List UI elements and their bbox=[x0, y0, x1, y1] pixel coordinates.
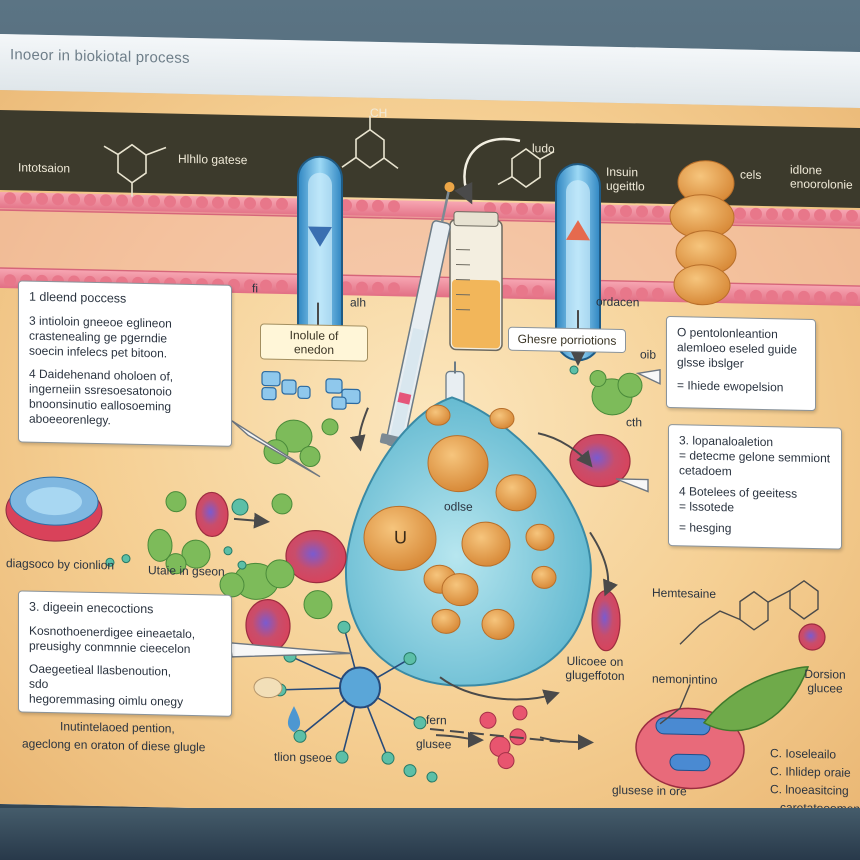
label-tlion: tlion gseoe bbox=[274, 749, 333, 765]
label-molecule-top: CH bbox=[370, 105, 388, 121]
label-nemonintino: nemonintino bbox=[652, 671, 718, 688]
label-dorsion: Dorsion glucee bbox=[804, 666, 846, 696]
scatter-dots bbox=[105, 365, 579, 783]
molecule-right bbox=[497, 148, 555, 189]
monitor-bezel-bottom bbox=[0, 808, 860, 860]
label-oib: oib bbox=[640, 347, 657, 362]
label-fi: fi bbox=[252, 281, 258, 296]
molecule-bottom-right bbox=[659, 579, 819, 725]
vesicle bbox=[253, 677, 283, 699]
label-intotsaion: Intotsaion bbox=[18, 160, 71, 176]
panel-right-top-line: = Ihiede ewopelsion bbox=[677, 378, 784, 395]
dashed-links bbox=[429, 728, 561, 743]
label-molecule-right: ludo bbox=[532, 141, 555, 156]
droplet-inner-label: odlse bbox=[444, 499, 473, 514]
label-glusese-in-ore: glusese in ore bbox=[612, 782, 687, 799]
bullet-c3: C. lnoeasitcing bbox=[770, 782, 849, 798]
water-drop-icon bbox=[288, 706, 300, 733]
panel-digestion-line: hegoremmasing oimlu onegy bbox=[29, 691, 184, 709]
screen: Inoeor in biokiotal process bbox=[0, 34, 860, 823]
bullet-c2: C. Ihlidep oraie bbox=[770, 764, 851, 780]
label-right-top: idlone enoorolonie bbox=[790, 162, 853, 192]
label-utaie: Utaie in gseon bbox=[148, 563, 225, 579]
panel-right-mid-line: = hesging bbox=[679, 520, 732, 536]
vial bbox=[449, 211, 503, 352]
panel-digestion: 3. digeein enecoctions Kosnothoenerdigee… bbox=[18, 590, 232, 717]
panel-right-mid: 3. lopanaloaletion = detecme gelone semm… bbox=[668, 423, 842, 550]
bullet-c1: C. Ioseleailo bbox=[770, 746, 837, 762]
window-title: Inoeor in biokiotal process bbox=[10, 46, 190, 67]
panel-process-heading: 1 dleend poccess bbox=[29, 289, 127, 306]
diagram-canvas: Intotsaion Hlhllo gatese CH ludo Insuin … bbox=[0, 90, 860, 823]
tag-insulin-of-line2: enedon bbox=[293, 342, 335, 357]
panel-right-top: O pentolonleantion alemloeo eseled guide… bbox=[666, 315, 816, 412]
blue-blocks bbox=[261, 370, 361, 410]
label-inutinted: Inutintelaoed pention, bbox=[60, 719, 175, 736]
label-ordacen: ordacen bbox=[596, 294, 640, 310]
panel-digestion-heading: 3. digeein enecoctions bbox=[29, 599, 154, 617]
label-alh: alh bbox=[350, 295, 367, 310]
panel-process-steps: 1 dleend poccess 3 intioloin gneeoe egli… bbox=[18, 280, 232, 447]
label-fern: fern bbox=[426, 712, 447, 728]
cell-cluster-column bbox=[669, 160, 737, 306]
arrow-top-curve bbox=[454, 137, 521, 205]
label-glucose-on: Ulicoee on glugeffoton bbox=[565, 653, 625, 684]
capsule-channel-right bbox=[555, 163, 601, 362]
label-hemtesaine: Hemtesaine bbox=[652, 585, 717, 601]
droplet-granules bbox=[363, 404, 557, 640]
green-leaf bbox=[702, 666, 810, 732]
top-dark-band bbox=[0, 110, 860, 209]
molecule-left bbox=[103, 143, 167, 197]
label-diagnose: diagsoco by cionlion bbox=[6, 556, 115, 573]
tag-glucose-partitions: Ghesre porriotions bbox=[508, 326, 626, 354]
panel-right-top-line: glsse ibslger bbox=[677, 355, 744, 371]
label-cells: cels bbox=[740, 167, 762, 182]
neuron-cell bbox=[273, 620, 427, 765]
molecule-top bbox=[341, 115, 399, 169]
label-molecule-left: Hlhllo gatese bbox=[178, 151, 248, 168]
tag-insulin-of: Inolule of enedon bbox=[260, 323, 368, 362]
label-insulin: Insuin ugeittlo bbox=[606, 164, 645, 194]
label-glusee: glusee bbox=[416, 736, 452, 752]
diagram-svg bbox=[0, 110, 860, 790]
blue-membrane-cell bbox=[5, 476, 103, 542]
panel-process-line: aboeeorenlegy. bbox=[29, 411, 111, 428]
droplet-marker-label: U bbox=[394, 527, 407, 548]
panel-right-mid-line: = lssotede bbox=[679, 499, 735, 515]
capsule-channel-left bbox=[297, 155, 343, 354]
label-cth: cth bbox=[626, 415, 643, 430]
green-cell-clusters bbox=[147, 370, 643, 620]
callout-pointers bbox=[229, 369, 661, 658]
